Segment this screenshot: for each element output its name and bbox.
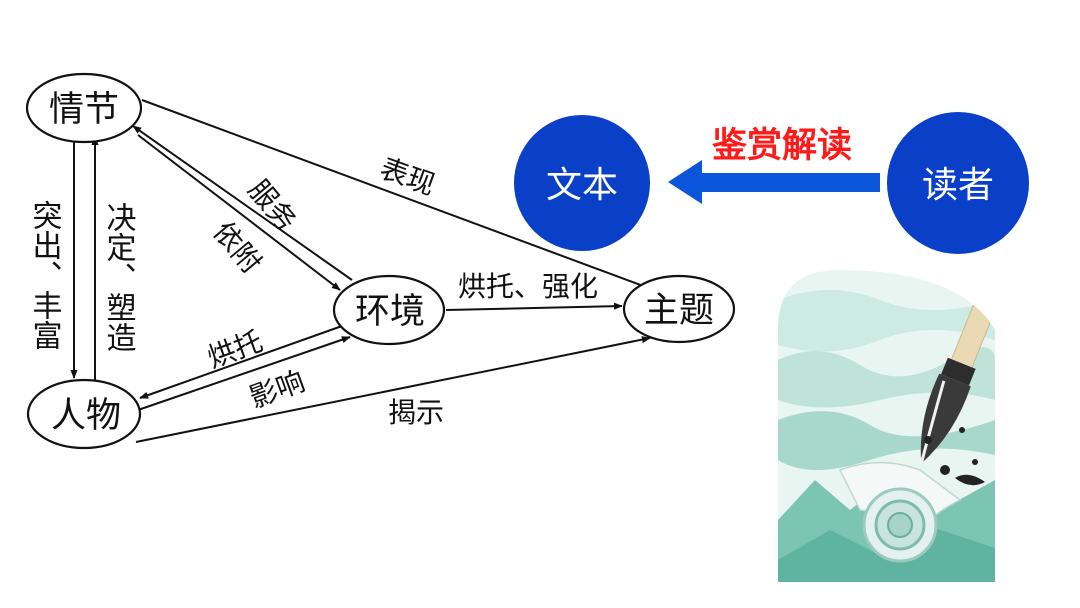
node-plot-label: 情节 bbox=[49, 90, 119, 130]
label-env-to-character-backdrop: 烘托 bbox=[203, 324, 267, 374]
node-theme-label: 主题 bbox=[644, 291, 714, 331]
node-plot: 情节 bbox=[27, 74, 141, 142]
label-plot-env-serve: 服务 bbox=[242, 173, 303, 237]
node-environment-label: 环境 bbox=[355, 292, 425, 332]
label-character-to-theme: 揭示 bbox=[388, 396, 444, 429]
appreciation-arrow bbox=[668, 160, 880, 204]
node-theme: 主题 bbox=[624, 276, 734, 342]
label-plot-to-character: 突出、丰富 bbox=[27, 200, 62, 350]
label-plot-env-depend: 依附 bbox=[207, 215, 268, 279]
label-env-to-character-influence: 影响 bbox=[245, 364, 309, 414]
node-character: 人物 bbox=[28, 380, 140, 448]
concept-diagram: 情节 人物 环境 主题 突出、丰富 决定、塑造 服务 依附 表现 烘托、强化 烘… bbox=[27, 74, 735, 448]
reader-node-label: 读者 bbox=[922, 165, 994, 206]
calligraphy-brush-scroll-illustration bbox=[770, 265, 1010, 600]
appreciation-label: 鉴赏解读 bbox=[711, 126, 852, 166]
node-environment: 环境 bbox=[334, 276, 444, 344]
edge-environment-to-theme bbox=[446, 306, 622, 310]
node-character-label: 人物 bbox=[51, 396, 121, 436]
reading-relation: 文本 读者 鉴赏解读 bbox=[514, 112, 1029, 254]
label-character-to-plot: 决定、塑造 bbox=[101, 202, 136, 352]
label-env-to-theme: 烘托、强化 bbox=[458, 270, 598, 303]
text-node-label: 文本 bbox=[546, 165, 618, 206]
label-plot-to-theme: 表现 bbox=[376, 152, 440, 202]
